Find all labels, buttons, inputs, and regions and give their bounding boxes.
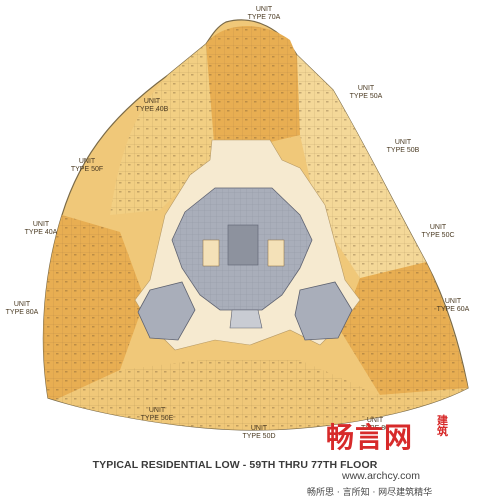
unit-label-type: TYPE 80	[361, 425, 389, 432]
watermark-logo: 畅言网	[326, 421, 414, 454]
unit-label-line1: UNIT	[14, 301, 31, 308]
unit-label-type: TYPE 50E	[141, 415, 174, 422]
unit-label-line1: UNIT	[251, 425, 268, 432]
unit-labels: UNIT TYPE 70A UNIT TYPE 40B UNIT TYPE 50…	[6, 6, 470, 440]
unit-label-line1: UNIT	[445, 298, 462, 305]
unit-zones	[43, 26, 469, 430]
unit-label-type: TYPE 80A	[6, 309, 39, 316]
unit-label-type: TYPE 50C	[421, 232, 454, 239]
service-cores	[137, 187, 353, 341]
unit-label-line1: UNIT	[395, 139, 412, 146]
unit-label-type: TYPE 60A	[437, 306, 470, 313]
unit-label-line1: UNIT	[367, 417, 384, 424]
unit-label-type: TYPE 40B	[136, 106, 169, 113]
unit-label-type: TYPE 50B	[387, 147, 420, 154]
unit-label-line1: UNIT	[33, 221, 50, 228]
watermark-url: www.archcy.com	[342, 470, 420, 482]
unit-label-line1: UNIT	[256, 6, 273, 13]
watermark-side-text: 建筑	[437, 414, 448, 438]
unit-label-type: TYPE 50A	[350, 93, 383, 100]
unit-label-line1: UNIT	[358, 85, 375, 92]
plan-caption: TYPICAL RESIDENTIAL LOW - 59TH THRU 77TH…	[92, 459, 378, 471]
unit-label-type: TYPE 50F	[71, 166, 103, 173]
unit-label-line1: UNIT	[149, 407, 166, 414]
watermark-tagline: 畅所思 · 言所知 · 网尽建筑精华	[307, 488, 433, 498]
unit-label-type: TYPE 70A	[248, 14, 281, 21]
unit-label-line1: UNIT	[144, 98, 161, 105]
unit-label-line1: UNIT	[79, 158, 96, 165]
unit-label-type: TYPE 50D	[242, 433, 275, 440]
unit-label-line1: UNIT	[430, 224, 447, 231]
unit-label-type: TYPE 40A	[25, 229, 58, 236]
